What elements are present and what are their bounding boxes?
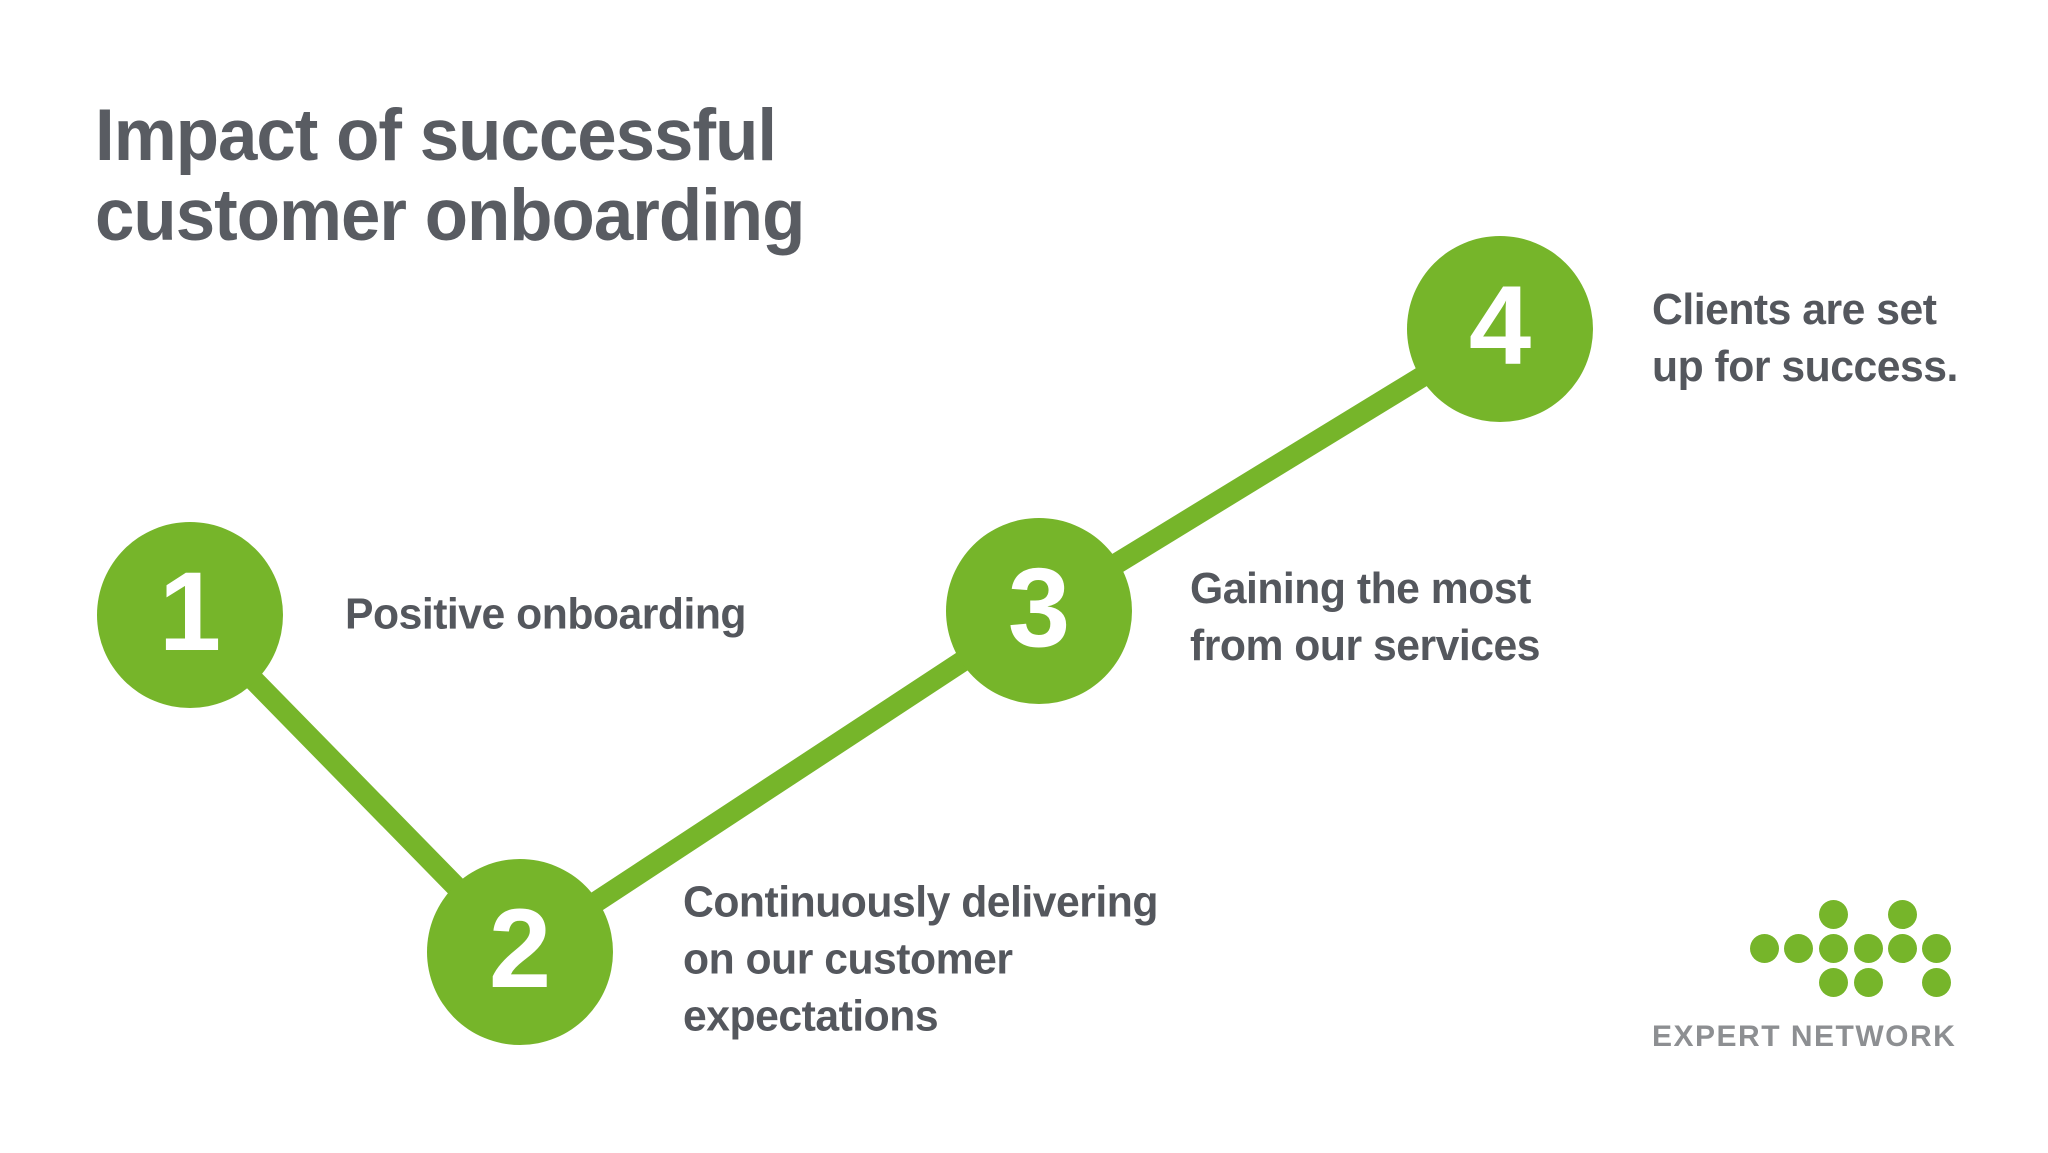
step-3-number: 3: [1007, 545, 1071, 670]
step-4-circle: 4: [1407, 236, 1593, 422]
logo-dot: [1854, 968, 1883, 997]
step-2-label: Continuously delivering on our customer …: [683, 877, 1158, 1041]
logo-dot: [1854, 934, 1883, 963]
logo-dots-icon: [1750, 900, 1966, 998]
logo-dot: [1819, 968, 1848, 997]
step-1-label: Positive onboarding: [345, 589, 747, 639]
step-3-circle: 3: [946, 518, 1132, 704]
logo-dot: [1819, 934, 1848, 963]
step-3-label: Gaining the most from our services: [1190, 564, 1540, 670]
logo-dot: [1922, 968, 1951, 997]
page-title: Impact of successful customer onboarding: [95, 95, 805, 256]
step-4-number: 4: [1468, 263, 1532, 388]
logo-dot: [1750, 934, 1779, 963]
step-1-number: 1: [158, 549, 222, 674]
step-1-circle: 1: [97, 522, 283, 708]
step-2-circle: 2: [427, 859, 613, 1045]
connector-line-2-3: [514, 602, 1045, 961]
logo-dot: [1819, 900, 1848, 929]
logo-dot: [1888, 934, 1917, 963]
logo-wordmark: EXPERT NETWORK: [1652, 1020, 1957, 1053]
logo-dot: [1888, 900, 1917, 929]
logo-dot: [1784, 934, 1813, 963]
logo-dot: [1922, 934, 1951, 963]
step-2-number: 2: [488, 886, 552, 1011]
step-4-label: Clients are set up for success.: [1652, 285, 1958, 391]
expert-network-logo: EXPERT NETWORK: [1650, 898, 1970, 1058]
